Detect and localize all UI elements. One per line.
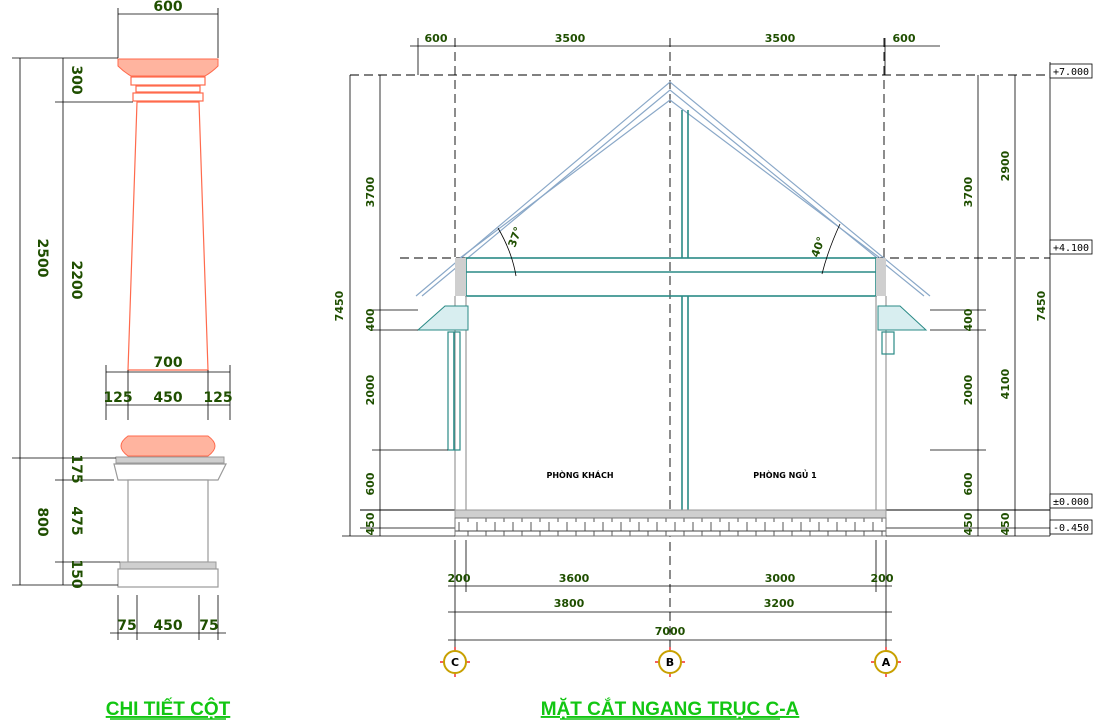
dim-bottom-1: 200 — [448, 572, 471, 585]
column-abacus-lower — [135, 85, 201, 93]
section-drawing: 600 3500 3500 600 — [333, 32, 1093, 720]
dim-right-wall: 2000 — [962, 374, 975, 405]
dim-foot-left: 75 — [117, 618, 136, 634]
floor-slab — [454, 509, 887, 519]
elev-box — [1049, 239, 1093, 255]
room-label-living: PHÒNG KHÁCH — [546, 469, 613, 480]
column-foot — [117, 568, 219, 588]
dim-bottom-row2-1: 3800 — [554, 597, 585, 610]
dim-foot-mid: 450 — [153, 618, 182, 634]
dim-top-4: 600 — [893, 32, 916, 45]
axis-marker-a: A — [871, 647, 901, 677]
roof-rafter — [459, 99, 881, 259]
base-cornice — [113, 463, 227, 481]
axis-label-a: A — [882, 656, 891, 669]
wall-top-right — [876, 258, 886, 296]
dim-right-roof: 3700 — [962, 176, 975, 207]
dim-foot-h: 150 — [68, 559, 84, 588]
dim-left-wall: 2000 — [364, 374, 377, 405]
roof-outer — [415, 81, 931, 297]
roof-inner — [421, 89, 925, 297]
column-detail-title: CHI TIẾT CỘT — [106, 698, 231, 720]
dim-bottom-2: 3600 — [559, 572, 590, 585]
foundation — [454, 517, 887, 537]
dim-right-top: 2900 — [999, 150, 1012, 181]
dim-left-beam: 400 — [364, 308, 377, 331]
dim-bottom-3: 3000 — [765, 572, 796, 585]
base-band — [115, 456, 225, 464]
dim-shaft-height: 2200 — [68, 261, 84, 300]
dim-base-right: 125 — [203, 390, 232, 406]
dim-left-sill: 600 — [364, 472, 377, 495]
column-detail: 600 375 700 125 450 125 — [12, 0, 233, 720]
dim-right-plinth: 450 — [962, 512, 975, 535]
dim-right-mid: 4100 — [999, 368, 1012, 399]
column-capital — [117, 58, 219, 77]
elev-4100: +4.100 — [1053, 243, 1089, 254]
dim-right-total: 7450 — [1035, 290, 1048, 321]
column-abacus — [130, 76, 206, 86]
elev-0: ±0.000 — [1053, 497, 1089, 508]
axis-marker-b: B — [655, 647, 685, 677]
dim-left-total: 7450 — [333, 290, 346, 321]
dim-right-sill: 600 — [962, 472, 975, 495]
angle-arc-right — [821, 223, 841, 275]
room-label-bedroom: PHÒNG NGỦ 1 — [753, 468, 817, 480]
dim-bottom-row2-2: 3200 — [764, 597, 795, 610]
elev-minus: -0.450 — [1053, 523, 1089, 534]
angle-left: 37° — [506, 225, 525, 249]
column-neck — [132, 92, 204, 102]
section-title: MẶT CẮT NGANG TRỤC C-A — [541, 698, 800, 720]
plinth-band — [119, 561, 217, 570]
wall-top-left — [455, 258, 466, 296]
dim-right-plinth2: 450 — [999, 512, 1012, 535]
dim-foot-right: 75 — [199, 618, 218, 634]
dim-bottom-total: 7000 — [655, 625, 686, 638]
elev-box — [1049, 63, 1093, 79]
axis-marker-c: C — [440, 647, 470, 677]
dim-top-width: 600 — [153, 0, 182, 15]
dim-plinth-h: 475 — [68, 506, 84, 535]
dim-top-2: 3500 — [555, 32, 586, 45]
dim-bottom-4: 200 — [871, 572, 894, 585]
angle-right: 40° — [809, 235, 828, 259]
column-torus — [120, 435, 216, 457]
dim-lower-total: 800 — [34, 507, 50, 536]
tie-beam — [465, 257, 877, 297]
column-plinth — [127, 479, 209, 563]
elev-top: +7.000 — [1053, 67, 1089, 78]
dim-base-width: 700 — [153, 355, 182, 371]
column-shaft — [127, 101, 209, 371]
dim-right-beam: 400 — [962, 308, 975, 331]
eave-right — [877, 305, 928, 331]
bracket-right — [881, 331, 895, 355]
dim-left-roof: 3700 — [364, 176, 377, 207]
dim-left-plinth: 450 — [364, 512, 377, 535]
axis-label-c: C — [451, 656, 459, 669]
dim-top-3: 3500 — [765, 32, 796, 45]
eave-left — [416, 305, 469, 331]
dim-cap-height: 300 — [68, 65, 84, 94]
elev-box — [1049, 519, 1093, 535]
angle-arc-left — [497, 227, 517, 277]
dim-top-1: 600 — [425, 32, 448, 45]
axis-label-b: B — [666, 656, 674, 669]
dim-torus-h: 175 — [68, 454, 84, 483]
dim-base-left: 125 — [103, 390, 132, 406]
elev-box — [1049, 493, 1093, 509]
dim-total-height: 2500 — [34, 239, 50, 278]
dim-base-mid: 450 — [153, 390, 182, 406]
